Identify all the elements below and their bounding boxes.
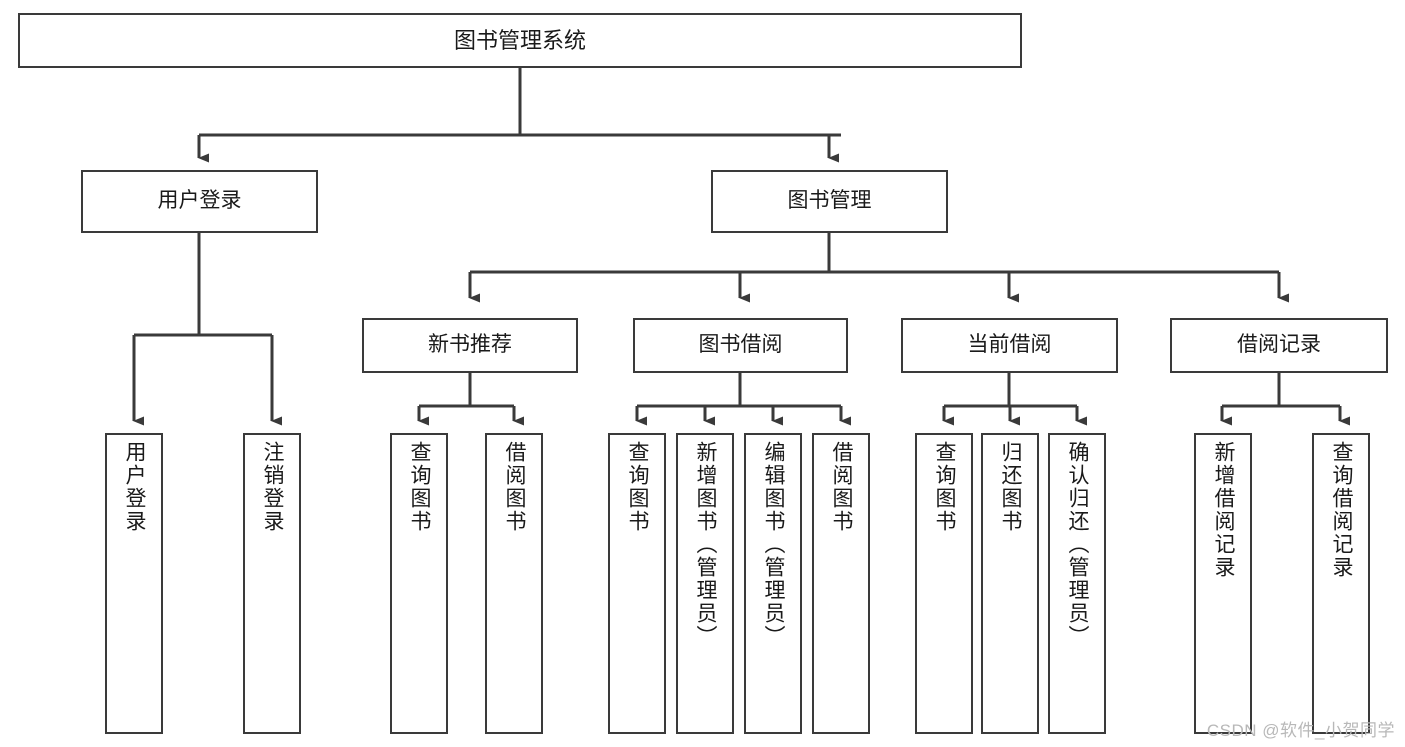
node-label: 借阅图书 [503,441,527,533]
node-current-borrow[interactable]: 当前借阅 [901,318,1118,373]
node-label: 新书推荐 [428,333,512,357]
node-leaf-query-book-current[interactable]: 查询图书 [915,433,973,734]
node-leaf-add-book-admin[interactable]: 新增图书（管理员） [676,433,734,734]
node-label: 查询借阅记录 [1330,441,1354,579]
node-leaf-edit-book-admin[interactable]: 编辑图书（管理员） [744,433,802,734]
node-leaf-query-borrow-record[interactable]: 查询借阅记录 [1312,433,1370,734]
node-label: 查询图书 [626,441,650,533]
node-label: 借阅图书 [830,441,854,533]
node-leaf-user-login[interactable]: 用户登录 [105,433,163,734]
node-label: 图书借阅 [698,333,783,357]
node-label: 查询图书 [408,441,432,533]
node-leaf-borrow-book-recommend[interactable]: 借阅图书 [485,433,543,734]
node-label: 归还图书 [999,441,1023,533]
node-leaf-logout[interactable]: 注销登录 [243,433,301,734]
node-label: 用户登录 [123,441,147,533]
node-user-login[interactable]: 用户登录 [81,170,318,233]
node-label: 新增借阅记录 [1212,441,1236,579]
node-label: 图书管理 [787,189,872,213]
node-label: 编辑图书（管理员） [762,441,786,648]
node-label: 确认归还（管理员） [1066,441,1090,648]
watermark-text: CSDN @软件_小贺同学 [1206,721,1395,740]
node-root-book-management-system[interactable]: 图书管理系统 [18,13,1022,68]
node-label: 图书管理系统 [453,27,586,53]
node-borrow-record[interactable]: 借阅记录 [1170,318,1388,373]
node-leaf-confirm-return-admin[interactable]: 确认归还（管理员） [1048,433,1106,734]
node-leaf-query-book-recommend[interactable]: 查询图书 [390,433,448,734]
node-book-management[interactable]: 图书管理 [711,170,948,233]
node-book-borrow[interactable]: 图书借阅 [633,318,848,373]
node-label: 当前借阅 [967,333,1052,357]
node-new-book-recommend[interactable]: 新书推荐 [362,318,578,373]
node-leaf-return-book[interactable]: 归还图书 [981,433,1039,734]
node-label: 查询图书 [933,441,957,533]
node-leaf-add-borrow-record[interactable]: 新增借阅记录 [1194,433,1252,734]
node-leaf-borrow-book[interactable]: 借阅图书 [812,433,870,734]
node-label: 新增图书（管理员） [694,441,718,648]
node-label: 用户登录 [157,189,242,213]
node-label: 注销登录 [261,441,285,533]
node-leaf-query-book-borrow[interactable]: 查询图书 [608,433,666,734]
node-label: 借阅记录 [1237,333,1321,357]
